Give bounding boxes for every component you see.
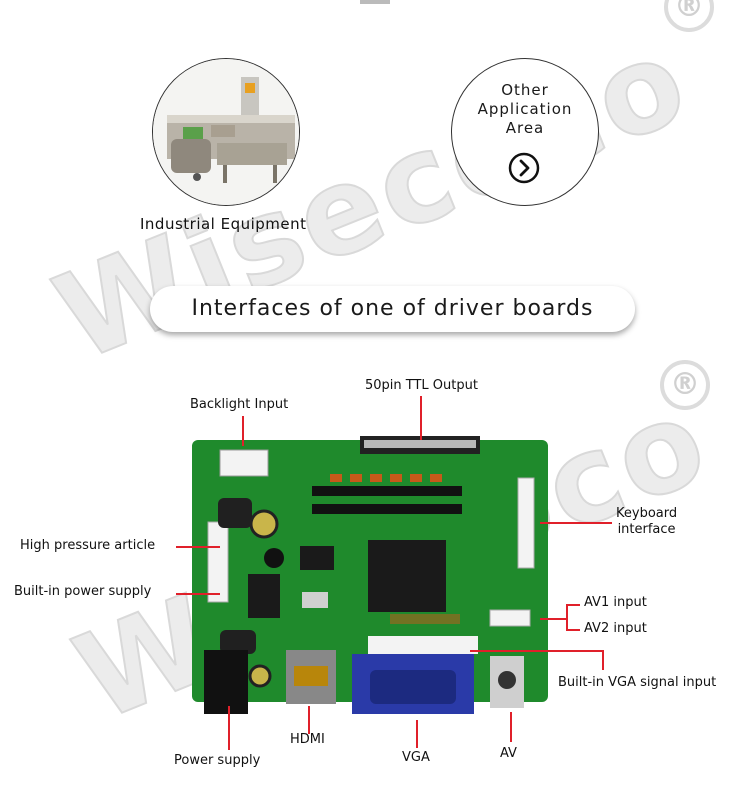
driver-board-image [190, 434, 550, 720]
chevron-right-circle-icon[interactable] [508, 152, 540, 184]
other-application-area-card[interactable]: Other Application Area [451, 58, 599, 206]
callout-line-power-builtin [176, 593, 220, 595]
label-backlight-input: Backlight Input [190, 397, 289, 412]
label-keyboard-interface: Keyboard interface [616, 506, 678, 537]
callout-line-av [510, 712, 512, 742]
label-av1-input: AV1 input [584, 595, 647, 610]
label-power-supply: Power supply [174, 753, 261, 768]
callout-line-backlight [242, 416, 244, 446]
callout-line-vga-builtin-v [602, 650, 604, 670]
callout-line-power [228, 706, 230, 750]
callout-line-av-v [566, 604, 568, 630]
label-av2-input: AV2 input [584, 621, 647, 636]
label-builtin-power-supply: Built-in power supply [14, 584, 152, 599]
watermark-registered-mark: ® [664, 0, 714, 32]
callout-line-av1 [566, 604, 580, 606]
callout-line-hdmi [308, 706, 310, 734]
top-remnant [360, 0, 390, 4]
label-builtin-vga: Built-in VGA signal input [558, 675, 717, 690]
label-vga: VGA [402, 750, 430, 765]
label-hdmi: HDMI [290, 732, 325, 747]
callout-line-keyboard [540, 522, 612, 524]
callout-line-av2 [566, 629, 580, 631]
label-ttl-output: 50pin TTL Output [365, 378, 478, 393]
section-title: Interfaces of one of driver boards [150, 286, 635, 332]
callout-line-av-h [540, 618, 566, 620]
watermark-registered-mark: ® [660, 360, 710, 410]
label-high-pressure: High pressure article [20, 538, 156, 553]
callout-line-high-pressure [176, 546, 220, 548]
other-application-title: Other Application Area [477, 81, 573, 137]
callout-line-vga-builtin-h [470, 650, 602, 652]
industrial-equipment-label: Industrial Equipment [140, 215, 307, 233]
callout-line-vga [416, 720, 418, 748]
label-av: AV [500, 746, 517, 761]
callout-line-ttl [420, 396, 422, 440]
industrial-equipment-image [152, 58, 300, 206]
